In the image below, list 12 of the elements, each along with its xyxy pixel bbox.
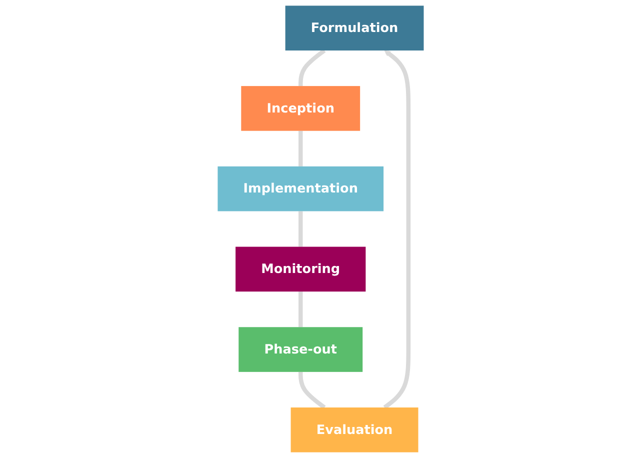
connector	[298, 292, 304, 328]
node-box: Formulation	[286, 6, 424, 50]
node-box: Evaluation	[291, 408, 419, 452]
node-box: Implementation	[218, 166, 384, 212]
connector	[298, 372, 326, 410]
node-box: Monitoring	[236, 246, 366, 292]
node-box: Inception	[241, 86, 360, 131]
connector	[298, 130, 304, 166]
connector	[298, 211, 304, 247]
node-box: Phase-out	[238, 327, 363, 372]
connector	[298, 48, 326, 86]
arrow	[384, 50, 411, 410]
